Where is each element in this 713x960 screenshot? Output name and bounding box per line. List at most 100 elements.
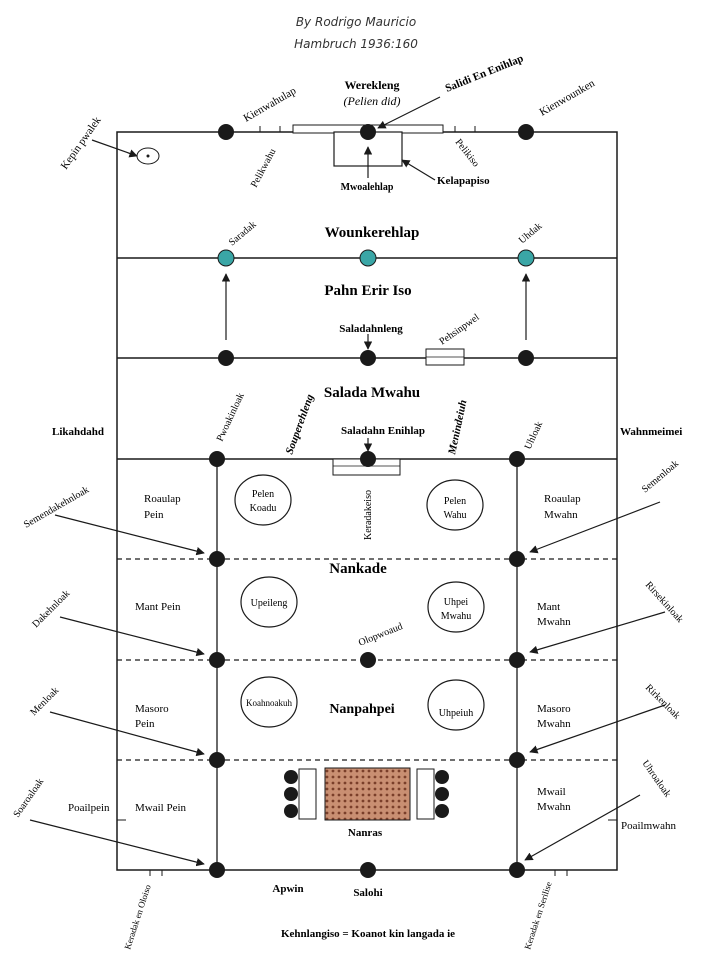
label-uhdak: Uhdak (517, 221, 545, 247)
room-masoro-pein-2: Pein (135, 718, 155, 730)
arrow-rirkenloak (529, 704, 666, 754)
post (360, 652, 376, 668)
post (360, 350, 376, 366)
label-kepin-pwalek: Kepin pwalek (59, 114, 104, 172)
label-rirkenloak: Rirkenloak (643, 682, 682, 721)
label-saladahn-enihlap: Saladahn Enihlap (341, 425, 425, 437)
label-keradak-oloiso: Keradak en Oloiso (122, 883, 153, 951)
label-mwoalehlap: Mwoalehlap (341, 182, 394, 193)
arrow-kelapapiso (401, 159, 436, 181)
room-mwail-pein: Mwail Pein (135, 802, 187, 814)
oval-koahnoakuh (240, 676, 298, 728)
section-wounkerehlap: Wounkerehlap (325, 225, 420, 241)
post (209, 752, 225, 768)
oval-uhpei-mwahu (427, 581, 485, 633)
post (509, 451, 525, 467)
label-pelikiso: Pelikiso (453, 137, 482, 169)
arrow-salidi (377, 96, 441, 129)
section-salada-mwahu: Salada Mwahu (324, 385, 420, 401)
label-likahdahd: Likahdahd (52, 426, 104, 438)
oval-label-koahnoakuh: Koahnoakuh (246, 698, 292, 708)
room-masoro-pein-1: Masoro (135, 703, 169, 715)
label-dakehnloak: Dakehnloak (30, 588, 72, 630)
post (360, 862, 376, 878)
arrow-semendakehnloak (54, 514, 205, 556)
arrow-uhroaloak (524, 794, 641, 861)
post-teal (217, 249, 235, 267)
label-kelapapiso: Kelapapiso (437, 175, 490, 187)
label-uhloak: Uhloak (523, 420, 545, 451)
label-souperehleng: Souperehleng (284, 392, 317, 456)
nanras-stones-right (435, 770, 449, 818)
label-saradak: Saradak (227, 219, 259, 248)
post (209, 652, 225, 668)
post (518, 124, 534, 140)
post-teal (517, 249, 535, 267)
arrow-semenloak (529, 501, 661, 554)
oval-label-uhpei-mwahu-2: Mwahu (441, 611, 472, 622)
room-roaulap-mwahn-2: Mwahn (544, 509, 578, 521)
author-credit: By Rodrigo Mauricio (296, 15, 416, 29)
footer-legend: Kehnlangiso = Koanot kin langada ie (281, 928, 455, 940)
post-teal (359, 249, 377, 267)
room-roaulap-pein-1: Roaulap (144, 493, 181, 505)
arrows (29, 96, 666, 867)
post (209, 451, 225, 467)
label-pwoakinloak: Pwoakinloak (215, 391, 247, 443)
room-mant-mwahn-1: Mant (537, 601, 560, 613)
nanras-bench-right (416, 768, 435, 820)
oval-label-uhpeiuh: Uhpeiuh (439, 708, 473, 719)
section-pahn-erir-iso: Pahn Erir Iso (324, 283, 411, 299)
arrow-rirsekinloak (529, 611, 666, 654)
post (218, 124, 234, 140)
room-mant-pein: Mant Pein (135, 601, 181, 613)
post (509, 551, 525, 567)
nanras-hearth (324, 767, 411, 821)
post (518, 350, 534, 366)
label-pelikwahu: Pelikwahu (249, 147, 279, 189)
label-wahnmeimei: Wahnmeimei (620, 426, 682, 438)
label-werekleng: Werekleng (344, 78, 399, 92)
post (360, 124, 376, 140)
room-mant-mwahn-2: Mwahn (537, 616, 571, 628)
oval-pelen-koadu (234, 474, 292, 526)
label-salohi: Salohi (353, 887, 382, 899)
arrow-kepin-pwalek (91, 139, 138, 158)
section-nanpahpei: Nanpahpei (329, 702, 394, 717)
label-pelien-did: (Pelien did) (344, 94, 401, 108)
label-kienwahulap: Kienwahulap (242, 85, 299, 125)
room-roaulap-mwahn-1: Roaulap (544, 493, 581, 505)
arrow-dakehnloak (59, 616, 205, 657)
label-soaroaloak: Soaroaloak (11, 777, 46, 820)
posts (209, 124, 535, 878)
oval-uhpeiuh (427, 679, 485, 731)
post (509, 652, 525, 668)
label-pehsinpwel: Pehsinpwel (437, 312, 481, 348)
arrow-soaroaloak (29, 819, 205, 867)
post (509, 862, 525, 878)
oval-label-upeileng: Upeileng (251, 598, 288, 609)
oval-label-uhpei-mwahu-1: Uhpei (444, 597, 469, 608)
label-keradakeiso: Keradakeiso (363, 490, 374, 540)
citation: Hambruch 1936:160 (294, 37, 418, 51)
section-nanras: Nanras (348, 827, 383, 839)
label-uhroaloak: Uhroaloak (640, 758, 673, 799)
room-roaulap-pein-2: Pein (144, 509, 164, 521)
nanras-stones-left (284, 770, 298, 818)
label-semendakehnloak: Semendakehnloak (22, 484, 91, 530)
oval-label-pelen-wahu-1: Pelen (444, 496, 466, 507)
label-semenloak: Semenloak (640, 458, 681, 495)
section-nankade: Nankade (329, 561, 387, 577)
label-poailpein: Poailpein (68, 802, 110, 814)
label-olopwoaud: Olopwoaud (357, 621, 404, 649)
arrow-menloak (49, 711, 205, 757)
nanras-bench-left (298, 768, 317, 820)
oval-label-pelen-koadu-1: Pelen (252, 489, 274, 500)
label-saladahnleng: Saladahnleng (339, 323, 403, 335)
label-poailmwahn: Poailmwahn (621, 820, 676, 832)
oval-pelen-wahu (426, 479, 484, 531)
post (509, 752, 525, 768)
label-menindeiuh: Menindeiuh (446, 399, 470, 457)
room-mwail-mwahn-2: Mwahn (537, 801, 571, 813)
